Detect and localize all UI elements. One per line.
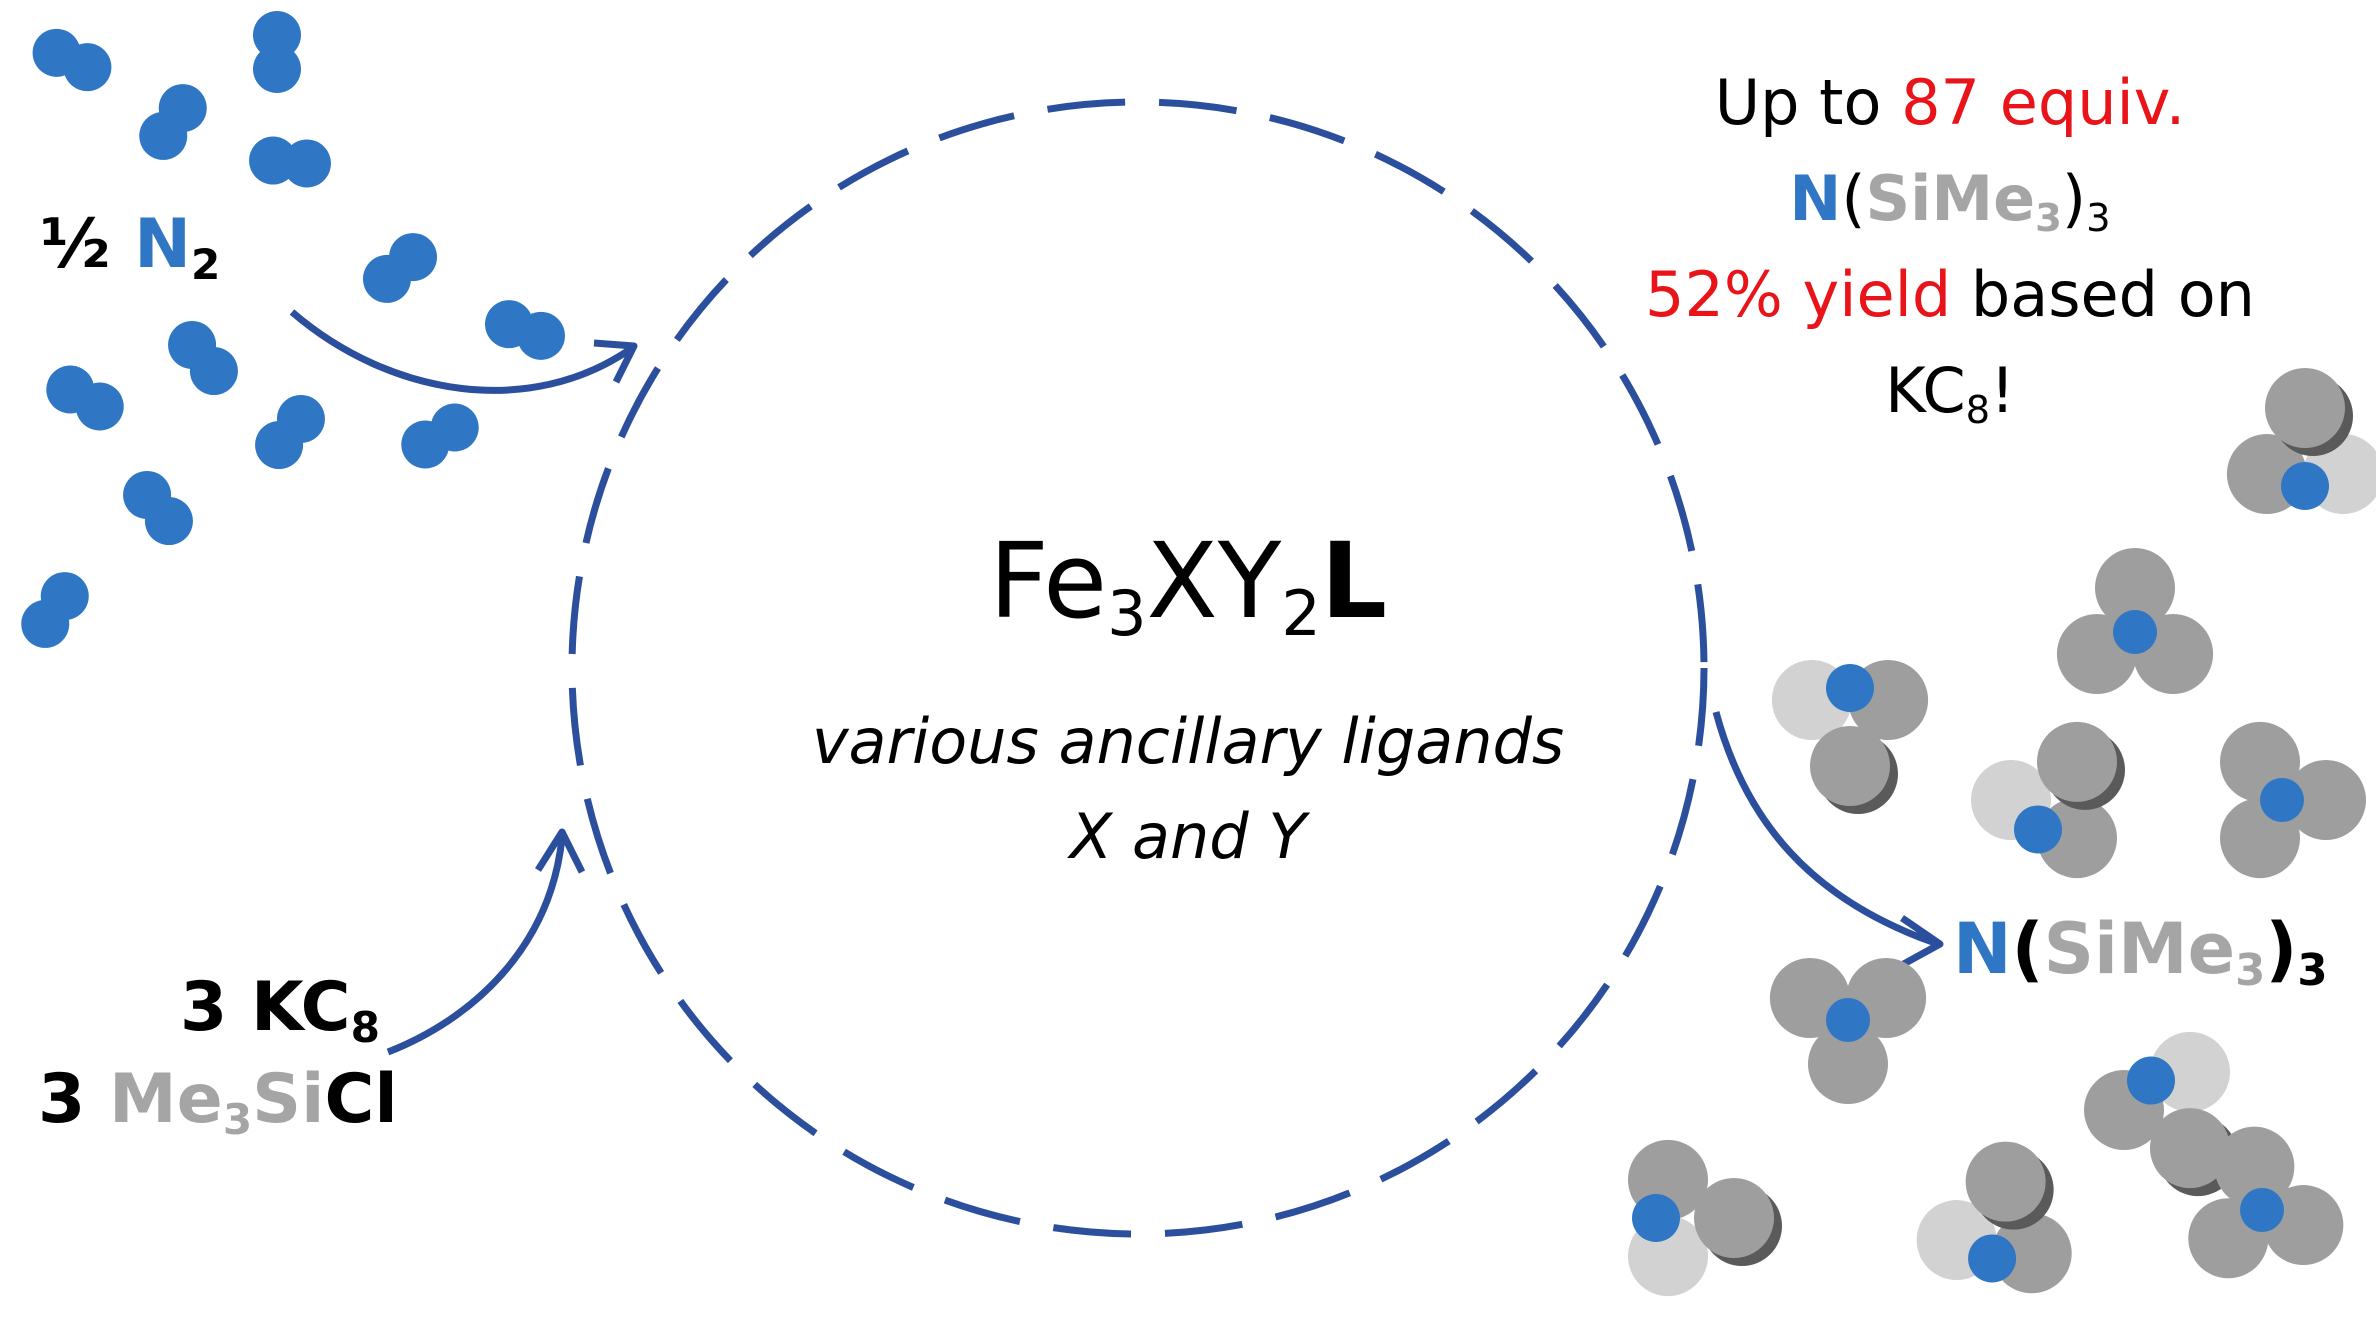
reagent-me3sicl: 3 Me3SiCl [38,1060,398,1140]
yield-n: N [1789,162,1842,235]
n2-subscript: 2 [191,239,221,289]
yield-percent: 52% yield [1645,258,1952,331]
catalyst-formula: Fe3XY2L [0,520,2376,650]
product-silyl: SiMe3 [2043,908,2266,993]
yield-line4: KC8! [1530,343,2370,439]
me3sicl-coefficient: 3 [38,1060,86,1139]
kc8-coefficient: 3 [180,968,228,1047]
catalyst-l: L [1320,520,1388,642]
catalyst-caption-line1: various ancillary ligands [811,705,1565,778]
product-subscript: 3 [2297,946,2328,997]
nsime3-molecule-icon [1771,660,1929,814]
yield-sime: SiMe [1865,162,2036,235]
n2-molecule-icon [401,403,479,469]
product-open-paren: ( [2011,908,2044,990]
yield-silyl: SiMe3 [1865,162,2062,237]
product-close-paren: ) [2265,908,2298,990]
product-exit-arrowhead [1898,915,1944,970]
yield-equiv: 87 equiv. [1901,66,2186,139]
reagent-n2: ½ N2 [40,205,220,285]
product-label: N(SiMe3)3 [1953,908,2328,993]
n2-molecule-icon [168,320,238,396]
me3sicl-si: Si [252,1060,325,1139]
product-sime-subscript: 3 [2235,946,2266,997]
yield-basis: based on [1970,258,2255,331]
n2-molecule-icon [21,572,89,648]
n2-molecule-icon [139,84,207,160]
yield-kc: KC [1885,354,1966,427]
reagent-kc8: 3 KC8 [180,968,380,1048]
product-sime: SiMe [2043,908,2236,990]
product-n: N [1953,908,2012,990]
n2-element: N [134,205,191,284]
nsime3-molecule-icon [1628,1139,1782,1297]
nsime3-molecules [1628,368,2376,1297]
n2-molecule-icon [249,136,331,188]
yield-sime-subscript: 3 [2035,195,2062,241]
catalyst-caption-line2: X and Y [1069,800,1307,873]
nsime3-molecule-icon [2220,721,2366,879]
me3sicl-group: Me3Si [109,1060,325,1140]
kc8-subscript: 8 [350,1002,380,1052]
yield-line2: N(SiMe3)3 [1530,151,2370,247]
n2-molecule-icon [255,394,325,470]
nsime3-molecule-icon [2056,548,2214,694]
n2-molecules [21,11,565,648]
me3sicl-me-subscript: 3 [222,1094,253,1144]
n2-coefficient: ½ [40,205,111,284]
n2-entry-arrow [289,309,635,394]
n2-molecule-icon [46,365,124,431]
kc8-entry-arrow [386,837,566,1056]
n2-molecule-icon [32,28,112,92]
catalyst-xy: XY [1146,520,1282,642]
yield-kc-subscript: 8 [1965,387,1991,433]
kc8-entry-arrowhead [535,828,586,874]
catalyst-fe: Fe [988,520,1108,642]
yield-open-paren: ( [1841,162,1866,235]
nsime3-molecule-icon [1916,1141,2072,1294]
n2-molecule-icon [253,11,301,93]
nsime3-molecule-icon [2226,368,2376,514]
n2-molecule-icon [123,470,193,546]
nsime3-molecule-icon [1769,958,1927,1104]
catalyst-fe-subscript: 3 [1107,577,1147,650]
n2-molecule-icon [485,300,565,360]
yield-statement: Up to 87 equiv. N(SiMe3)3 52% yield base… [1530,55,2370,439]
yield-line1: Up to 87 equiv. [1530,55,2370,151]
me3sicl-halide: Cl [324,1060,398,1139]
catalyst-y-subscript: 2 [1281,577,1321,650]
yield-subscript: 3 [2086,195,2111,241]
nsime3-molecule-icon [2188,1126,2344,1279]
product-exit-arrow [1712,711,1940,948]
nsime3-molecule-icon [1971,721,2125,879]
n2-entry-arrowhead [593,339,638,384]
yield-close-paren: ) [2061,162,2087,235]
me3sicl-me: Me [109,1060,223,1139]
yield-line3: 52% yield based on [1530,247,2370,343]
yield-prefix: Up to [1714,66,1882,139]
kc8-formula: KC [251,968,351,1047]
dashed-catalytic-cycle [568,98,1708,1238]
yield-exclamation: ! [1990,354,2015,427]
n2-molecule-icon [362,233,438,303]
